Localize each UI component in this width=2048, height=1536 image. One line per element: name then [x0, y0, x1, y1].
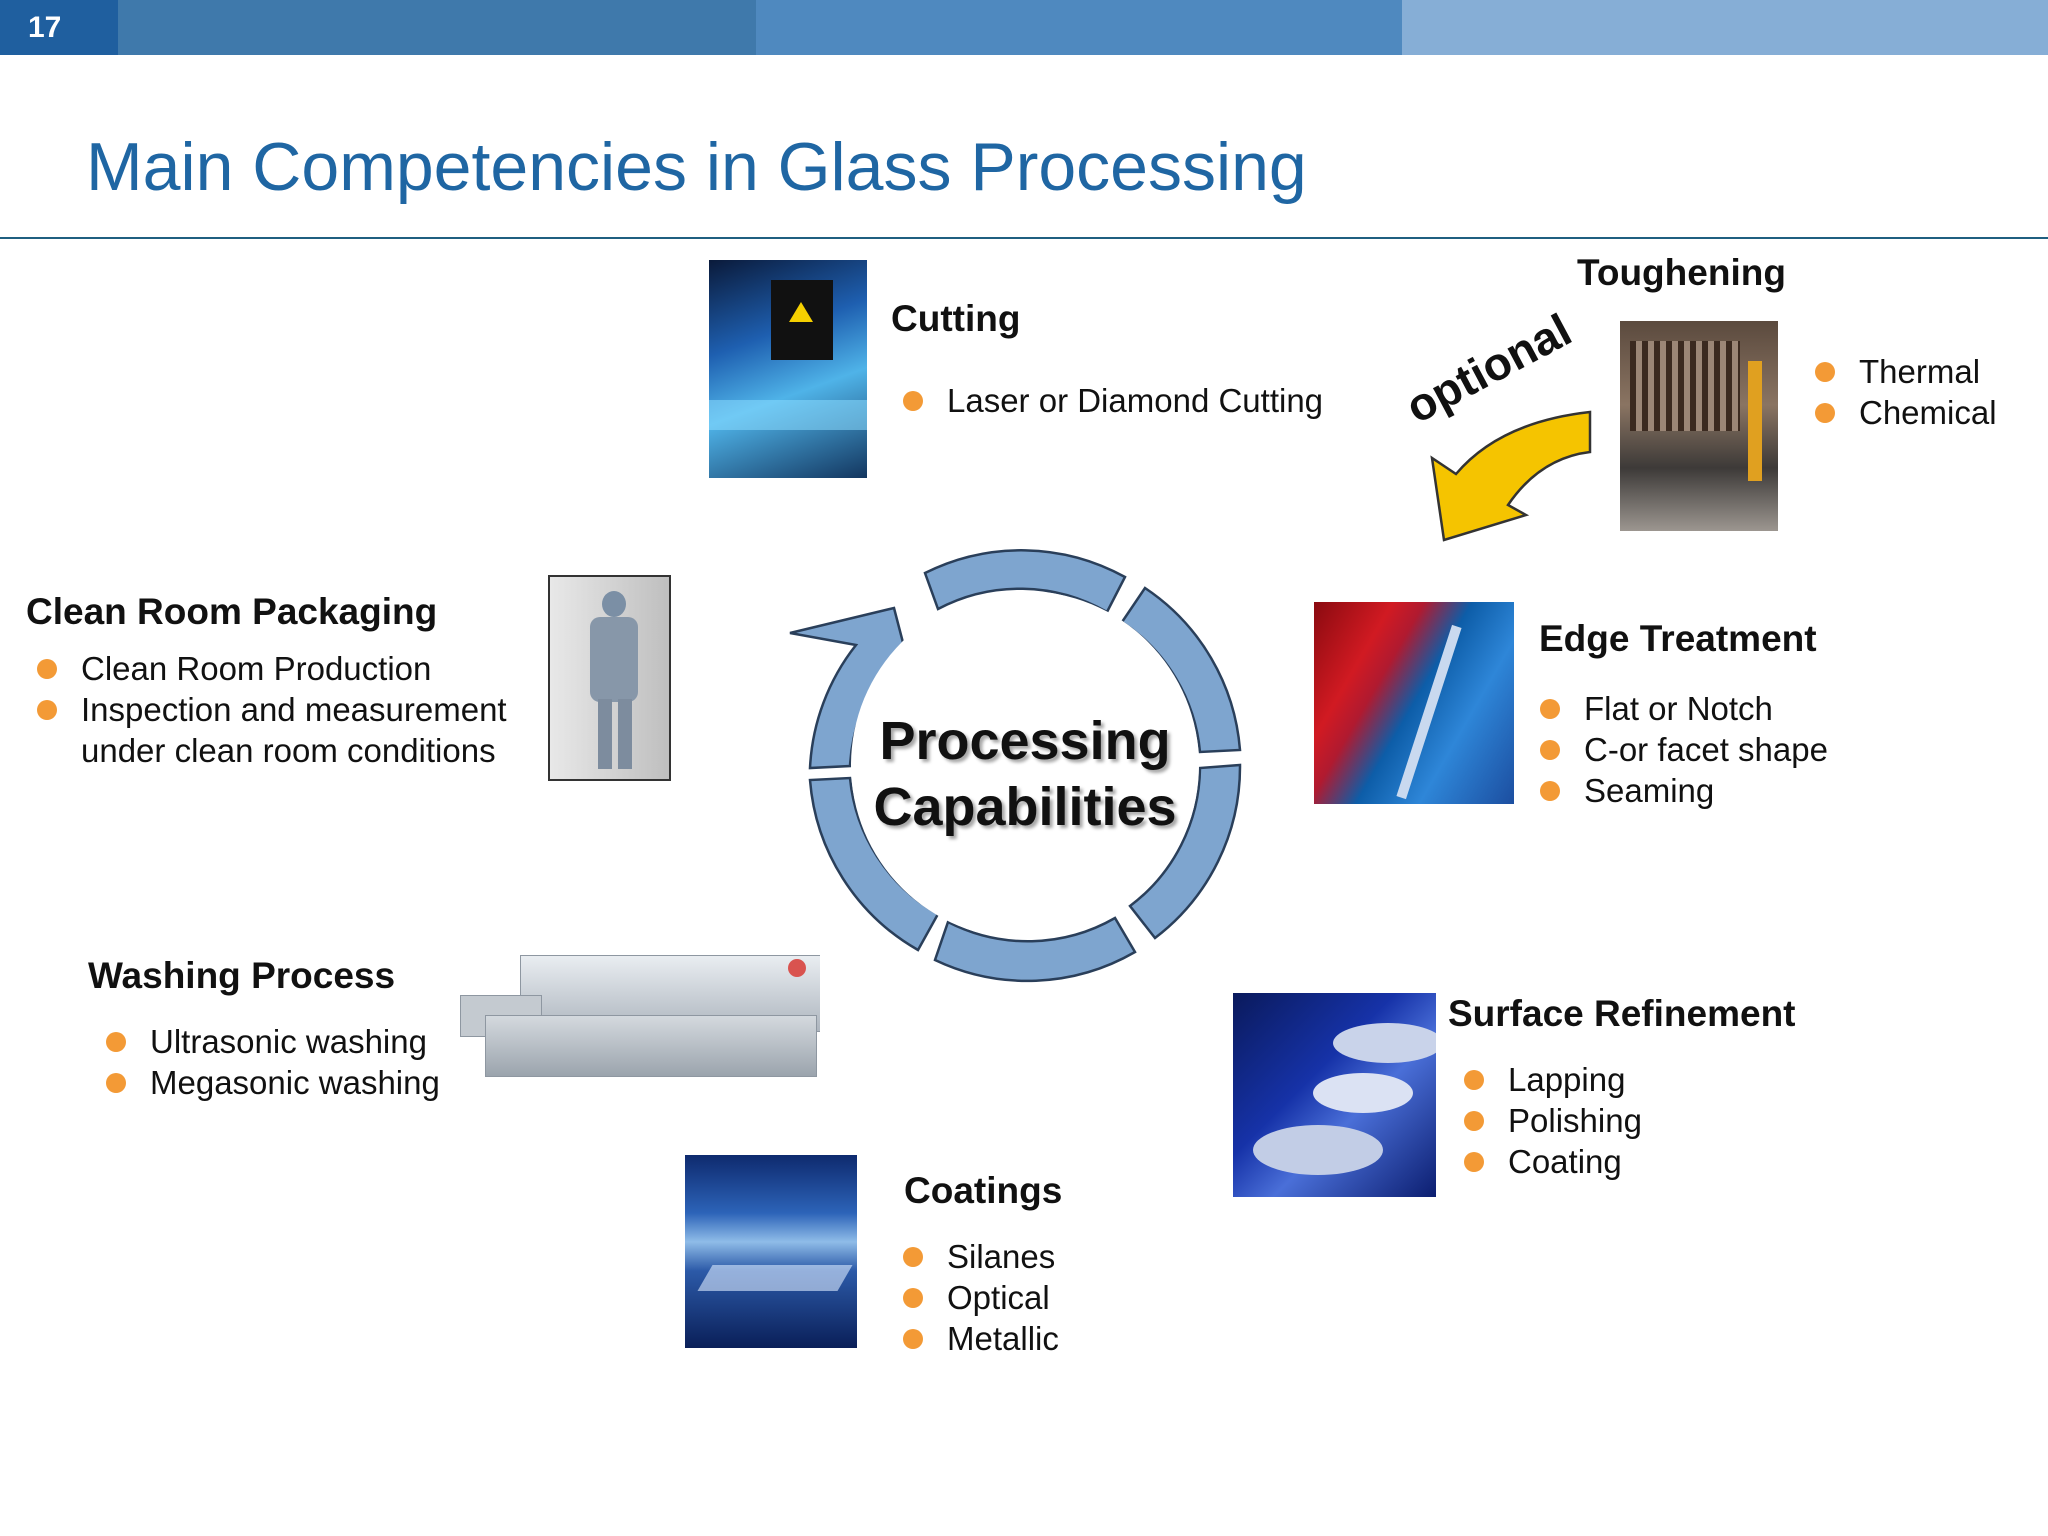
clean-room-heading: Clean Room Packaging [26, 591, 438, 632]
center-label-line2: Capabilities [873, 777, 1177, 837]
machine-logo [788, 959, 806, 977]
page-number: 17 [0, 0, 118, 55]
circular-process-arrows-icon [789, 549, 1242, 983]
slide-title: Main Competencies in Glass Processing [86, 129, 1307, 205]
curved-yellow-arrow-icon [1430, 410, 1592, 542]
laser-warning-icon [789, 302, 813, 322]
center-label: Processing Capabilities [820, 708, 1230, 840]
toughening-heading: Toughening [1577, 252, 1786, 293]
washing-machine-photo [460, 955, 820, 1085]
cutting-list: Laser or Diamond Cutting [903, 380, 1323, 421]
list-item: Optical [903, 1277, 1059, 1318]
list-item: Clean Room Production [37, 648, 507, 689]
clean-room-list: Clean Room Production Inspection and mea… [37, 648, 507, 771]
worker-leg [598, 699, 612, 769]
coatings-list: Silanes Optical Metallic [903, 1236, 1059, 1359]
worker-body [590, 617, 638, 702]
list-item: C-or facet shape [1540, 729, 1828, 770]
surface-refinement-photo [1233, 993, 1436, 1197]
worker-leg [618, 699, 632, 769]
list-item: Inspection and measurement [37, 689, 507, 730]
list-item: Flat or Notch [1540, 688, 1828, 729]
list-item: Metallic [903, 1318, 1059, 1359]
edge-treatment-list: Flat or Notch C-or facet shape Seaming [1540, 688, 1828, 811]
polished-disc [1313, 1073, 1413, 1113]
edge-treatment-heading: Edge Treatment [1539, 618, 1817, 659]
cutting-photo [709, 260, 867, 478]
coatings-heading: Coatings [904, 1170, 1063, 1211]
list-item: Coating [1464, 1141, 1642, 1182]
yellow-post [1748, 361, 1762, 481]
top-bar: 17 [0, 0, 2048, 55]
toughening-photo [1620, 321, 1778, 531]
edge-treatment-photo [1314, 602, 1514, 804]
list-item: Lapping [1464, 1059, 1642, 1100]
surface-refinement-heading: Surface Refinement [1448, 993, 1796, 1034]
washing-list: Ultrasonic washing Megasonic washing [106, 1021, 440, 1103]
list-item: Ultrasonic washing [106, 1021, 440, 1062]
machine-body [485, 1015, 817, 1077]
list-item: Chemical [1815, 392, 1997, 433]
coatings-photo [685, 1155, 857, 1348]
top-bar-segment [1402, 0, 2048, 55]
list-item-continuation: under clean room conditions [81, 732, 496, 769]
clean-room-photo [548, 575, 671, 781]
center-label-line1: Processing [879, 711, 1171, 771]
polished-disc [1253, 1125, 1383, 1175]
list-item: Laser or Diamond Cutting [903, 380, 1323, 421]
top-bar-segment [756, 0, 1404, 55]
glass-sheet [709, 400, 867, 430]
list-item: Thermal [1815, 351, 1997, 392]
coated-glass-plate [697, 1265, 853, 1291]
list-item: Seaming [1540, 770, 1828, 811]
title-divider [0, 237, 2048, 239]
list-item: Polishing [1464, 1100, 1642, 1141]
list-item: Megasonic washing [106, 1062, 440, 1103]
furnace-rack [1630, 341, 1740, 431]
cutting-heading: Cutting [891, 298, 1021, 339]
polished-disc [1333, 1023, 1436, 1063]
surface-refinement-list: Lapping Polishing Coating [1464, 1059, 1642, 1182]
list-item: Silanes [903, 1236, 1059, 1277]
washing-heading: Washing Process [88, 955, 396, 996]
toughening-list: Thermal Chemical [1815, 351, 1997, 433]
top-bar-segment [118, 0, 758, 55]
worker-head [602, 591, 626, 617]
glass-edge [1396, 624, 1462, 800]
